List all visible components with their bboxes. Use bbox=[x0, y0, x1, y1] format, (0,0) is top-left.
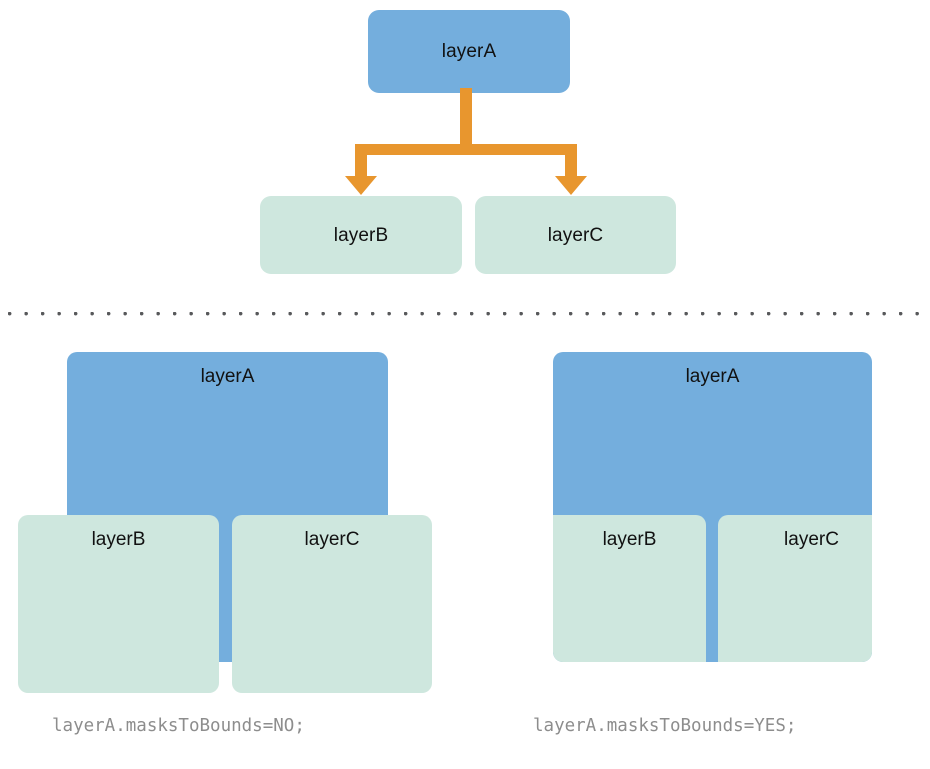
panel-yes-layerA-box: layerA layerB layerC bbox=[553, 352, 872, 662]
panel-masks-to-bounds-yes: layerA layerB layerC bbox=[520, 330, 920, 730]
dotted-divider-icon bbox=[8, 312, 922, 318]
tree-node-layerC-label: layerC bbox=[547, 224, 604, 246]
caption-masks-to-bounds-yes: layerA.masksToBounds=YES; bbox=[533, 716, 797, 736]
tree-node-layerB: layerB bbox=[260, 196, 462, 274]
panel-yes-layerB-label: layerB bbox=[602, 529, 657, 550]
panel-yes-layerC-box: layerC bbox=[718, 515, 872, 662]
tree-node-layerA: layerA bbox=[368, 10, 570, 93]
tree-node-layerA-label: layerA bbox=[441, 41, 497, 62]
panel-yes-layerB-box: layerB bbox=[553, 515, 706, 662]
panel-no-layerB-label: layerB bbox=[91, 529, 146, 550]
panel-no-layerC-box: layerC bbox=[232, 515, 432, 693]
panel-masks-to-bounds-no: layerA layerB layerC bbox=[0, 330, 460, 730]
panel-no-layerC-label: layerC bbox=[304, 529, 360, 550]
panel-no-layerA-box: layerA layerB layerC bbox=[18, 352, 432, 693]
fork-arrow-icon bbox=[345, 88, 587, 195]
tree-node-layerB-label: layerB bbox=[333, 224, 389, 246]
tree-node-layerC: layerC bbox=[475, 196, 676, 274]
panel-no-layerB-box: layerB bbox=[18, 515, 219, 693]
caption-masks-to-bounds-no: layerA.masksToBounds=NO; bbox=[52, 716, 305, 736]
panel-yes-layerC-label: layerC bbox=[784, 529, 839, 550]
panel-no-layerA-label: layerA bbox=[200, 366, 255, 387]
panel-yes-layerA-label: layerA bbox=[685, 366, 740, 387]
